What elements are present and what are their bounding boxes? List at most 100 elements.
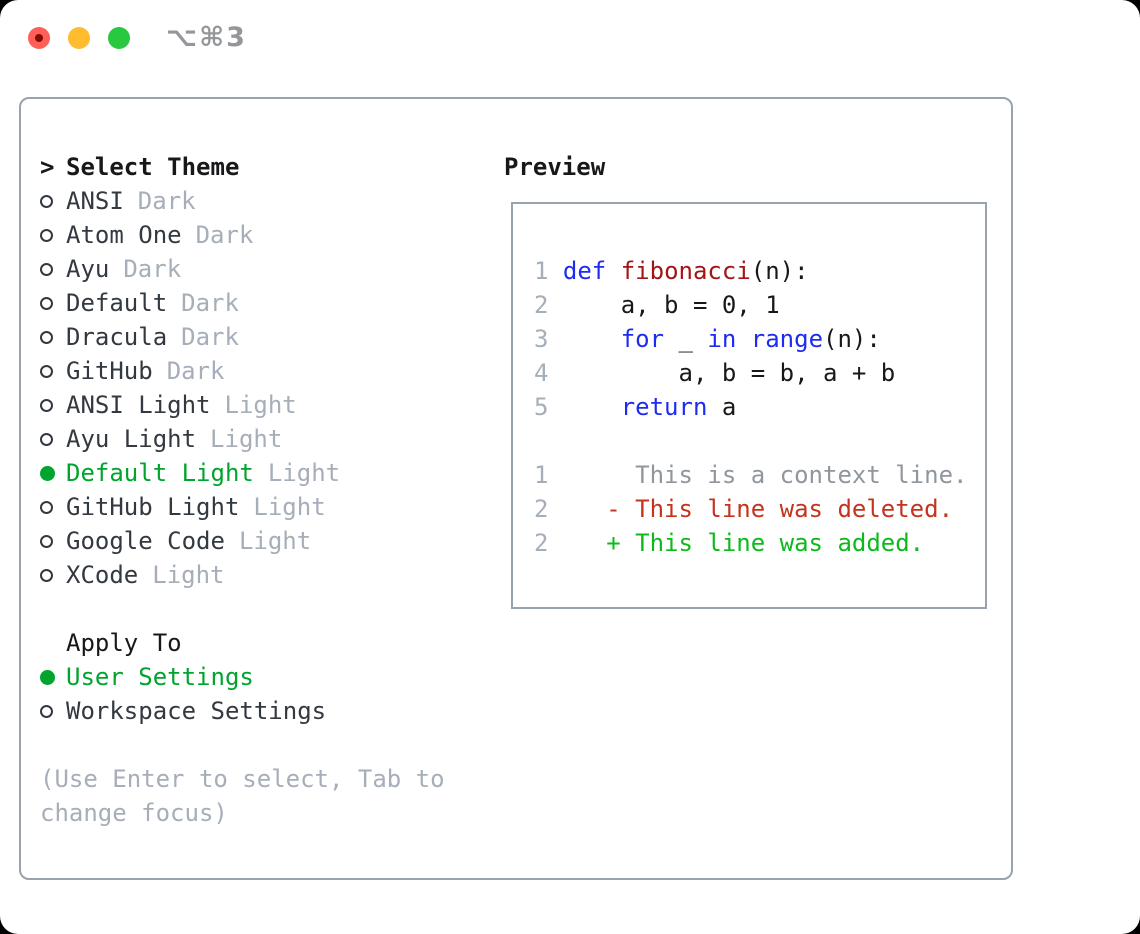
radio-unselected-icon — [40, 568, 53, 582]
code-token — [736, 325, 750, 353]
option-label: Google Code — [66, 527, 225, 555]
variant-tag: Dark — [181, 289, 239, 317]
code-token — [548, 495, 606, 523]
radio-icon — [40, 262, 66, 276]
radio-icon — [40, 398, 66, 412]
apply-option-workspace-settings[interactable]: Workspace Settings — [40, 694, 490, 728]
preview-line: 2 - This line was deleted. — [534, 492, 985, 526]
option-label: GitHub Light — [66, 493, 240, 521]
radio-unselected-icon — [40, 704, 53, 718]
variant-tag: Dark — [181, 323, 239, 351]
variant-tag: Light — [152, 561, 225, 589]
select-theme-header: > Select Theme — [40, 150, 490, 184]
theme-option-ayu[interactable]: Ayu Dark — [40, 252, 490, 286]
preview-line: 4 a, b = b, a + b — [534, 356, 985, 390]
radio-icon — [40, 669, 66, 685]
radio-unselected-icon — [40, 262, 53, 276]
code-token: - This line was deleted. — [606, 495, 954, 523]
spacer — [40, 592, 490, 626]
code-token: 5 — [534, 393, 563, 421]
radio-icon — [40, 465, 66, 481]
radio-icon — [40, 330, 66, 344]
theme-option-github-light[interactable]: GitHub Light Light — [40, 490, 490, 524]
code-token: for — [620, 325, 665, 353]
variant-tag: Dark — [123, 255, 182, 283]
radio-unselected-icon — [40, 534, 53, 548]
radio-selected-icon — [40, 465, 55, 481]
preview-line: 3 for _ in range(n): — [534, 322, 985, 356]
code-token: 2 — [534, 495, 549, 523]
radio-icon — [40, 500, 66, 514]
preview-line: 2 a, b = 0, 1 — [534, 288, 985, 322]
option-label: Workspace Settings — [66, 697, 327, 725]
spacer — [40, 728, 490, 762]
code-token: (n): — [750, 257, 809, 285]
code-token: a, b = 0, 1 — [562, 291, 780, 319]
option-label: Ayu Light — [66, 425, 197, 453]
code-token: fibonacci — [620, 257, 751, 285]
theme-option-xcode[interactable]: XCode Light — [40, 558, 490, 592]
option-label: Ayu — [66, 255, 110, 283]
prompt-icon: > — [40, 153, 55, 181]
code-token — [606, 257, 620, 285]
preview-line — [534, 424, 985, 458]
code-token: range — [750, 325, 824, 353]
variant-tag: Dark — [166, 357, 225, 385]
variant-tag: Dark — [195, 221, 254, 249]
variant-tag: Dark — [137, 187, 196, 215]
code-token: a — [707, 393, 737, 421]
radio-icon — [40, 534, 66, 548]
code-token: + This line was added. — [606, 529, 925, 557]
preview-line: 2 + This line was added. — [534, 526, 985, 560]
theme-option-ayu-light[interactable]: Ayu Light Light — [40, 422, 490, 456]
variant-tag: Light — [253, 493, 326, 521]
code-token: in — [707, 325, 737, 353]
radio-icon — [40, 194, 66, 208]
apply-option-user-settings[interactable]: User Settings — [40, 660, 490, 694]
radio-icon — [40, 432, 66, 446]
code-token: 2 — [534, 529, 549, 557]
code-token: This is a context line. — [548, 461, 968, 489]
close-button[interactable] — [28, 27, 50, 49]
preview-title: Preview — [504, 153, 606, 181]
zoom-button[interactable] — [108, 27, 130, 49]
variant-tag: Light — [210, 425, 283, 453]
theme-option-ansi[interactable]: ANSI Dark — [40, 184, 490, 218]
code-token: return — [620, 393, 708, 421]
option-label: Default Light — [66, 459, 254, 487]
radio-unselected-icon — [40, 398, 53, 412]
minimize-button[interactable] — [68, 27, 90, 49]
option-label: ANSI — [66, 187, 124, 215]
preview-line: 5 return a — [534, 390, 985, 424]
code-token: _ — [664, 325, 708, 353]
radio-icon — [40, 364, 66, 378]
option-label: GitHub — [66, 357, 153, 385]
radio-icon — [40, 228, 66, 242]
code-token: 2 — [534, 291, 563, 319]
code-token: (n): — [823, 325, 881, 353]
radio-icon — [40, 296, 66, 310]
apply-to-title: Apply To — [66, 629, 182, 657]
radio-icon — [40, 568, 66, 582]
hint-text: change focus) — [40, 799, 228, 827]
option-label: XCode — [66, 561, 139, 589]
code-token — [548, 529, 606, 557]
code-token: a, b = b, a + b — [562, 359, 896, 387]
radio-unselected-icon — [40, 432, 53, 446]
code-token: 1 — [534, 461, 549, 489]
theme-option-github[interactable]: GitHub Dark — [40, 354, 490, 388]
radio-unselected-icon — [40, 364, 53, 378]
hint-text: (Use Enter to select, Tab to — [40, 765, 445, 793]
radio-selected-icon — [40, 669, 55, 685]
